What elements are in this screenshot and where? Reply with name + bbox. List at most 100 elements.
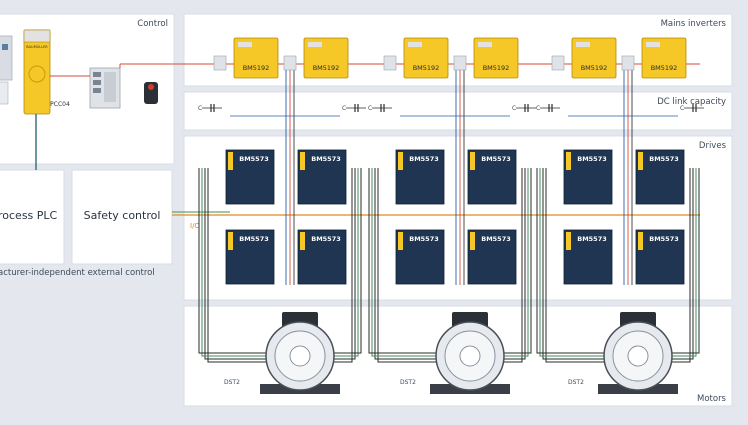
capacitor-label: C (512, 105, 516, 112)
drive-module (395, 149, 445, 205)
mains-module-label: BM5192 (581, 64, 608, 72)
mains-module-label: BM5192 (313, 64, 340, 72)
motor-cable-left (198, 168, 272, 354)
motor-model-label: DST2 (568, 379, 584, 386)
drive-module (563, 149, 613, 205)
drive-module-label: BM5573 (649, 235, 679, 243)
motors-label: Motors (697, 394, 727, 404)
capacitor-label: C (198, 105, 202, 112)
drive-module-label: BM5573 (311, 155, 341, 163)
motor-cable-right (498, 168, 529, 357)
drive-status-strip (398, 232, 403, 250)
motor-cable-left (377, 168, 442, 363)
motor-cable-right (328, 168, 356, 360)
motor-cable-left (371, 168, 442, 357)
mains-inverter-module (233, 37, 279, 79)
pcc04-dial-icon (28, 65, 46, 83)
drive-module (467, 229, 517, 285)
line-filter (383, 55, 397, 71)
drive-module-label: BM5573 (409, 155, 439, 163)
drive-status-strip (300, 232, 305, 250)
drive-module-label: BM5573 (481, 155, 511, 163)
io-port-1 (93, 72, 101, 77)
safety-control-box (71, 169, 173, 265)
pcc04-controller (23, 29, 51, 115)
control-panel-label: Control (137, 19, 168, 29)
mains-inverter-module (403, 37, 449, 79)
motor-cable-right (666, 168, 691, 363)
mains-inverter-module (641, 37, 687, 79)
io-port-2 (93, 80, 101, 85)
mains-module-label: BM5192 (243, 64, 270, 72)
motor-cable-right (666, 168, 700, 354)
mains-module-display (308, 42, 322, 47)
drive-module (563, 229, 613, 285)
drive-status-strip (300, 152, 305, 170)
dc-link-panel (183, 91, 733, 131)
motor-cable-right (498, 168, 523, 363)
external-control-caption: acturer-independent external control (0, 268, 155, 278)
drive-status-strip (470, 232, 475, 250)
process-plc-label: rocess PLC (0, 209, 58, 222)
motor-cable-right (328, 168, 359, 357)
drive-module (635, 149, 685, 205)
drive-module (225, 229, 275, 285)
line-filter (283, 55, 297, 71)
pcc04-model-label: PCC04 (50, 101, 70, 108)
drive-status-strip (638, 152, 643, 170)
line-filter (621, 55, 635, 71)
terminal-indicator-icon (2, 44, 8, 50)
capacitor-label: C (342, 105, 346, 112)
drive-status-strip (228, 232, 233, 250)
drive-status-strip (470, 152, 475, 170)
mains-module-label: BM5192 (413, 64, 440, 72)
motor-shaft-icon (289, 345, 311, 367)
line-filter (551, 55, 565, 71)
mains-module-display (408, 42, 422, 47)
drive-status-strip (566, 152, 571, 170)
motor-cable-left (536, 168, 610, 354)
drive-module-label: BM5573 (481, 235, 511, 243)
drive-module (297, 149, 347, 205)
mains-inverters-label: Mains inverters (661, 19, 727, 29)
io-terminals (104, 72, 116, 102)
drive-module (225, 149, 275, 205)
motor-cable-left (374, 168, 442, 360)
motor-cable-right (498, 168, 526, 360)
drive-status-strip (638, 232, 643, 250)
safety-control-label: Safety control (84, 209, 161, 222)
mains-inverter-module (473, 37, 519, 79)
drive-module-label: BM5573 (239, 155, 269, 163)
dc-link-label: DC link capacity (657, 97, 726, 107)
motor-cable-right (498, 168, 532, 354)
drive-module (297, 229, 347, 285)
line-filter (453, 55, 467, 71)
pcc04-top-cap (23, 29, 51, 43)
mains-module-label: BM5192 (651, 64, 678, 72)
motor-model-label: DST2 (224, 379, 240, 386)
motor-shaft-icon (627, 345, 649, 367)
io-port-3 (93, 88, 101, 93)
pcc04-brand: BAUMÜLLER (26, 44, 48, 49)
mains-module-display (576, 42, 590, 47)
io-label: I/O (190, 222, 200, 230)
motor-cable-left (368, 168, 442, 354)
drive-module-label: BM5573 (311, 235, 341, 243)
mains-inverter-module (303, 37, 349, 79)
motor-cable-left (207, 168, 272, 363)
drive-module-label: BM5573 (649, 155, 679, 163)
motor-cable-left (201, 168, 272, 357)
emergency-stop-icon (148, 84, 154, 90)
mains-module-display (478, 42, 492, 47)
drive-module-label: BM5573 (409, 235, 439, 243)
motor-cable-left (545, 168, 610, 363)
drive-module (635, 229, 685, 285)
mains-module-display (238, 42, 252, 47)
drive-status-strip (566, 232, 571, 250)
drive-status-strip (398, 152, 403, 170)
drive-module (395, 229, 445, 285)
drive-module-label: BM5573 (577, 235, 607, 243)
mains-module-label: BM5192 (483, 64, 510, 72)
